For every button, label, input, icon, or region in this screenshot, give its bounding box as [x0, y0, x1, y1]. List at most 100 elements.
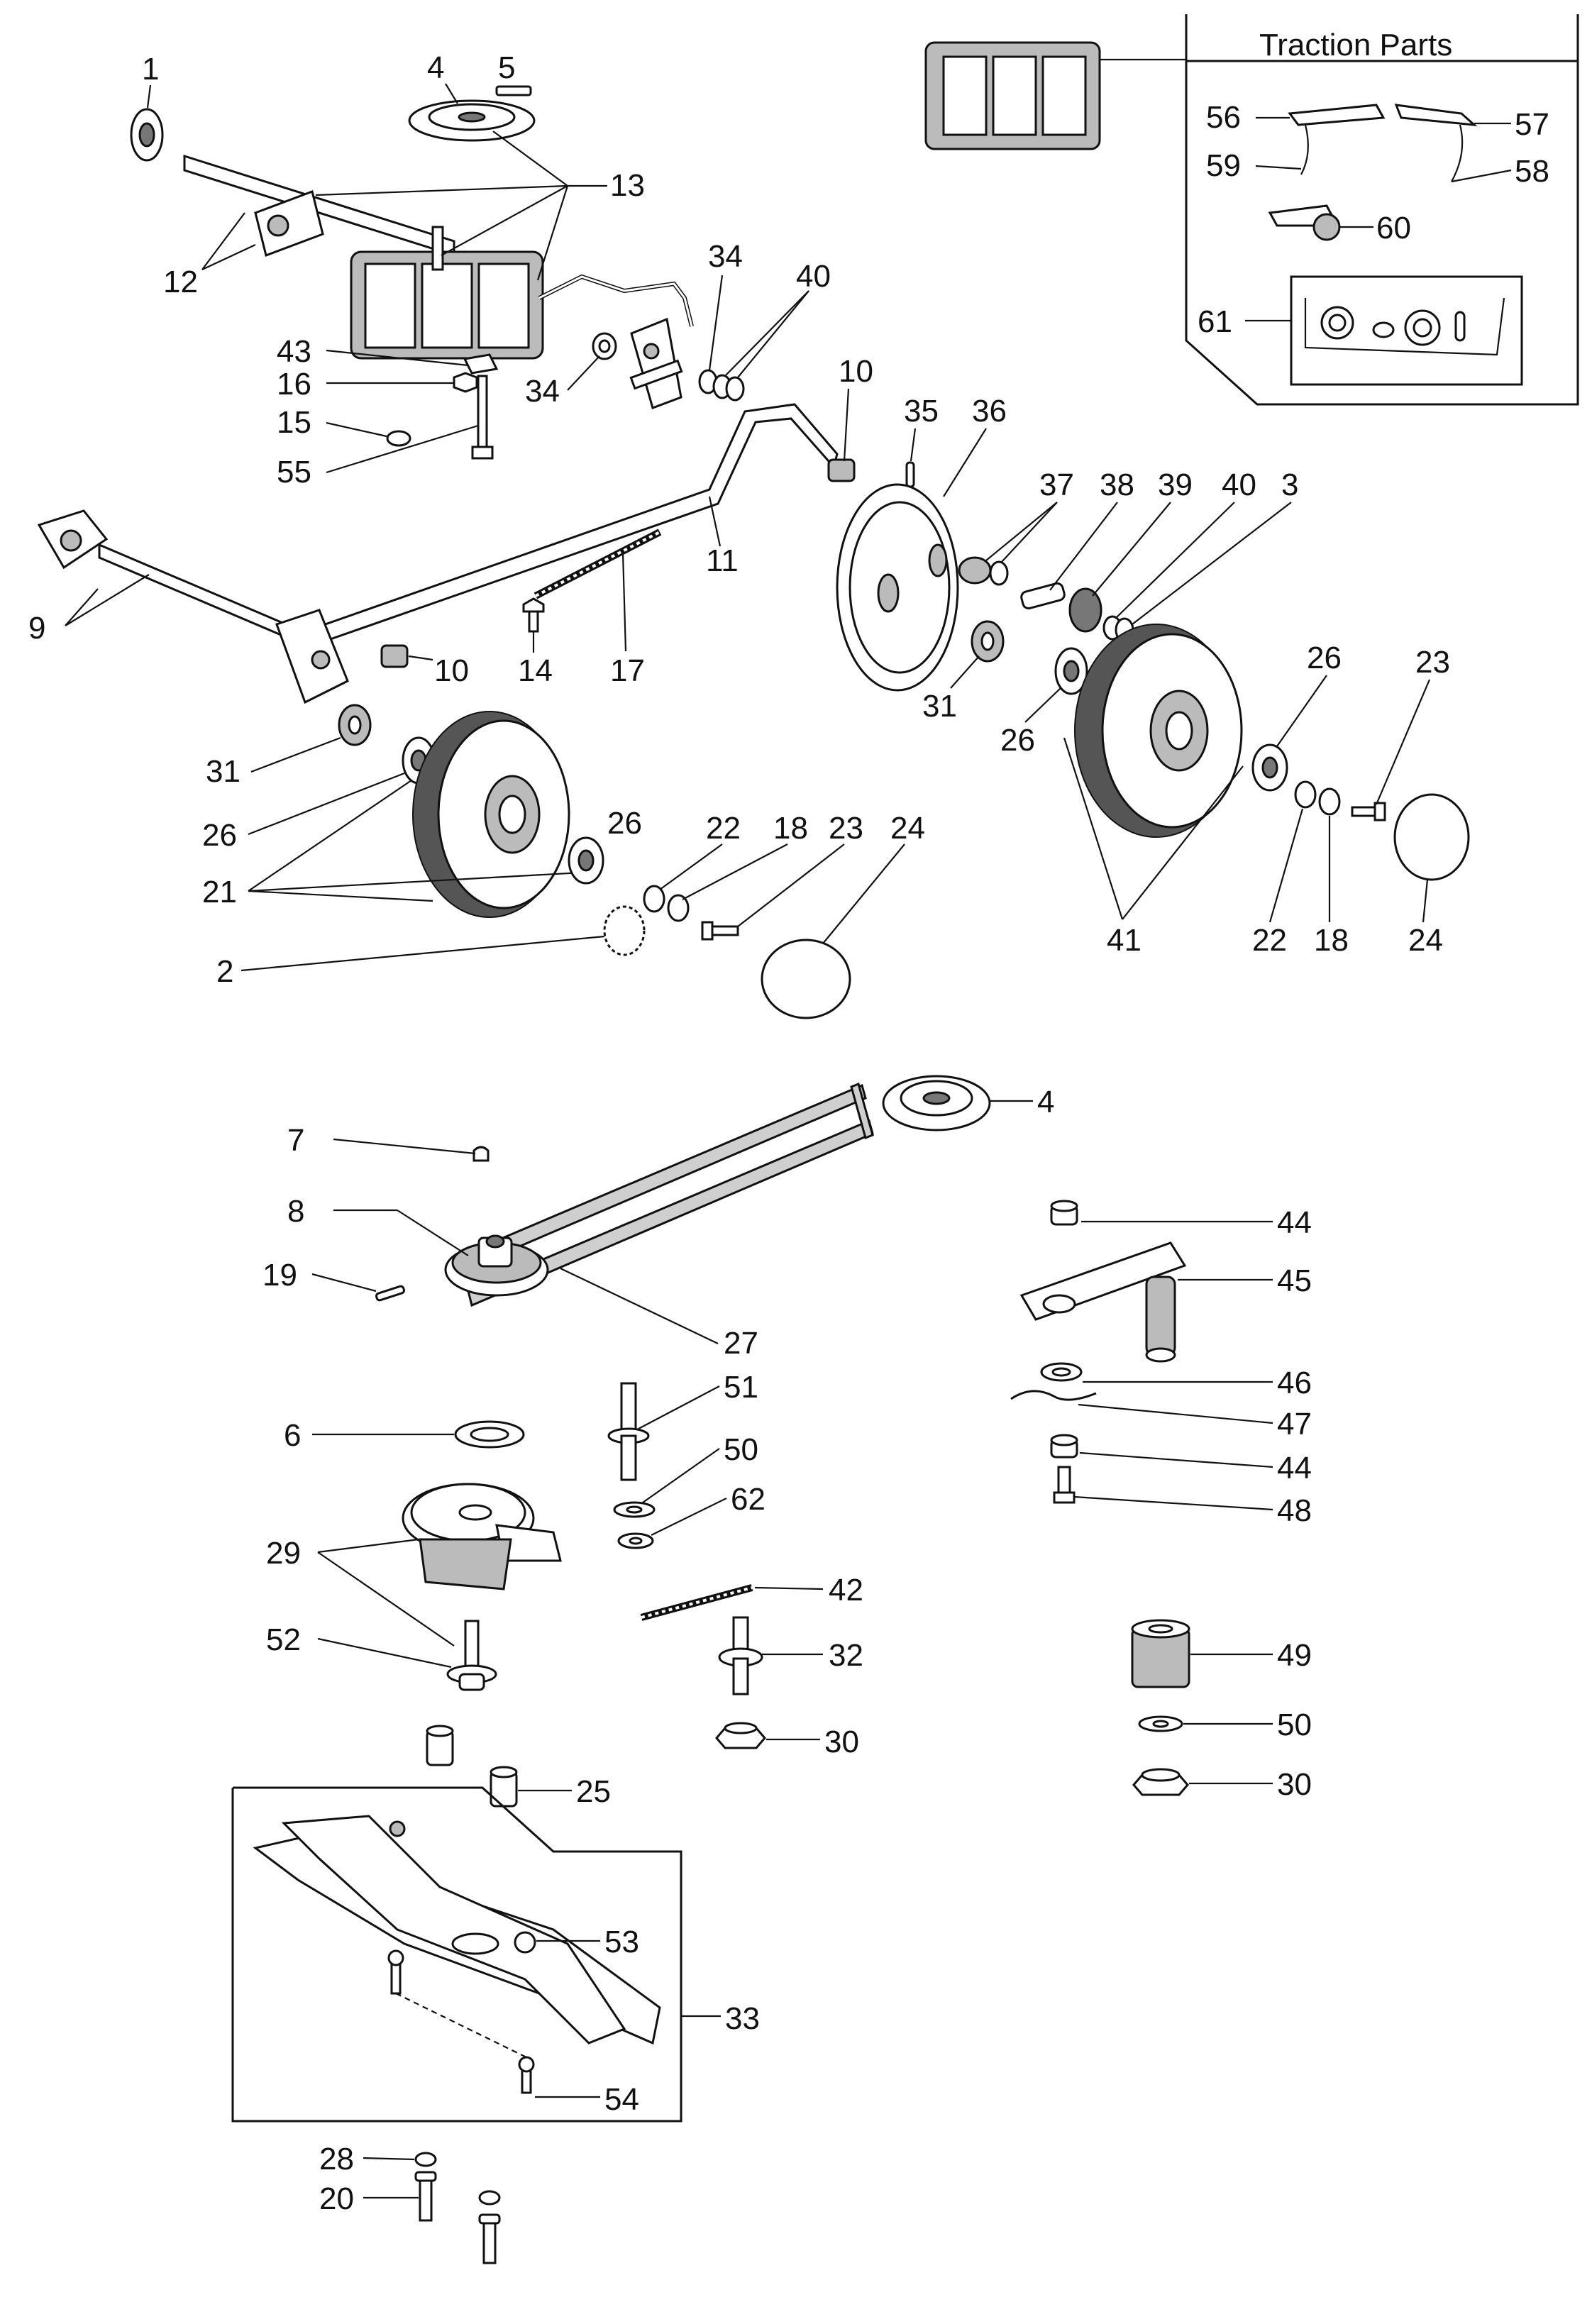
part-21-wheel [412, 711, 570, 918]
callout-40-right: 40 [1222, 467, 1256, 502]
callout-42: 42 [829, 1573, 863, 1608]
callout-24-right: 24 [1408, 923, 1443, 958]
callout-29: 29 [266, 1536, 301, 1571]
callout-47: 47 [1277, 1407, 1312, 1442]
part-62-washer [617, 1532, 654, 1549]
part-5-key [495, 85, 532, 96]
part-18-washer-left [667, 894, 690, 922]
callout-23-right: 23 [1415, 645, 1450, 680]
callout-62: 62 [731, 1482, 765, 1517]
callout-55: 55 [277, 455, 311, 489]
callout-38: 38 [1100, 467, 1134, 502]
part-4-pulley-belt [882, 1075, 991, 1131]
inset-title: Traction Parts [1259, 28, 1452, 62]
part-34-washer-left [592, 332, 617, 360]
part-7-key [472, 1146, 490, 1162]
part-18-washer-right [1318, 787, 1341, 816]
callout-57: 57 [1515, 107, 1549, 142]
height-adjust-assembly: 11 17 14 10 10 [28, 354, 873, 789]
callout-27: 27 [724, 1326, 758, 1361]
part-50-washer-right [1138, 1715, 1183, 1732]
part-36-disc [836, 483, 959, 692]
callout-52: 52 [266, 1622, 301, 1657]
part-23-bolt-left [701, 921, 739, 941]
callout-43: 43 [277, 334, 311, 369]
callout-4-top: 4 [427, 50, 444, 85]
callout-11: 11 [706, 543, 739, 578]
part-26-bearing-left-b [568, 836, 604, 885]
callout-2: 2 [216, 954, 233, 989]
part-49-spacer [1131, 1619, 1190, 1688]
part-35-pin [905, 461, 915, 488]
part-54-bolts [387, 1949, 535, 2094]
part-8-pulley [444, 1234, 549, 1297]
callout-24-left: 24 [890, 811, 925, 846]
part-22-washer-left [643, 885, 665, 913]
part-14-screw [522, 597, 545, 633]
callout-22-left: 22 [706, 811, 741, 846]
callout-34-right: 34 [708, 239, 743, 274]
part-22-washer-right [1294, 780, 1317, 809]
part-shift-lever [629, 317, 683, 409]
transmission-assembly: 1 12 4 5 13 [130, 50, 831, 489]
callout-18-left: 18 [773, 811, 808, 846]
callout-54: 54 [604, 2082, 639, 2117]
callout-4-belt: 4 [1037, 1085, 1054, 1119]
part-57-bracket [1394, 104, 1478, 182]
part-47-spring-washer [1010, 1390, 1097, 1401]
part-31-bushing-right [971, 620, 1005, 663]
callout-18-right: 18 [1314, 923, 1349, 958]
callout-19: 19 [262, 1258, 297, 1293]
callout-23-left: 23 [829, 811, 863, 846]
part-43-plate [463, 353, 499, 375]
blade-kit-frame [231, 1786, 682, 2123]
callout-41: 41 [1107, 923, 1142, 958]
part-26-bearing-right-b [1251, 743, 1288, 792]
callout-31-left: 31 [206, 754, 241, 789]
callout-30-right: 30 [1277, 1767, 1312, 1802]
callout-17: 17 [610, 653, 645, 688]
callout-51: 51 [724, 1370, 758, 1405]
callout-61: 61 [1198, 304, 1232, 339]
callout-50-right: 50 [1277, 1708, 1312, 1742]
part-51-stud [607, 1382, 650, 1481]
part-44-nut-top [1050, 1200, 1078, 1226]
part-32-pivot-bolt [718, 1616, 763, 1695]
callout-44-bottom: 44 [1277, 1451, 1312, 1485]
part-16-nut [453, 372, 478, 393]
callout-31-right: 31 [922, 689, 957, 724]
part-20-screws [414, 2171, 501, 2264]
part-41-wheel [1074, 624, 1243, 838]
callout-25: 25 [576, 1774, 611, 1809]
part-10-clip-top [827, 458, 856, 482]
callout-60: 60 [1376, 211, 1411, 245]
part-53-nut [514, 1931, 536, 1954]
callout-45: 45 [1277, 1263, 1312, 1298]
callout-22-right: 22 [1252, 923, 1287, 958]
part-27-belt [460, 1082, 874, 1307]
callout-35: 35 [904, 394, 939, 428]
callout-36: 36 [972, 394, 1007, 428]
part-15-washer [386, 430, 411, 447]
callout-58: 58 [1515, 154, 1549, 189]
belt-assembly: 27 4 8 7 19 [262, 1075, 1054, 1361]
part-56-bracket [1288, 104, 1386, 175]
part-13-gearbox [350, 226, 544, 360]
part-40-washers-top [712, 374, 745, 402]
part-50-washer-left [613, 1501, 656, 1518]
clutch-group: 6 29 52 51 50 [266, 1370, 863, 1759]
part-2-gear [603, 905, 646, 956]
part-55-bolt [471, 375, 494, 460]
part-28-washer [414, 2152, 501, 2206]
part-24-hubcap-left [761, 939, 851, 1019]
callout-32: 32 [829, 1638, 863, 1673]
callout-5: 5 [498, 50, 515, 85]
part-4-pulley-top [408, 99, 536, 142]
part-12-flange [254, 190, 324, 257]
callout-59: 59 [1206, 148, 1241, 183]
part-9-axle [37, 509, 349, 704]
part-30-nut-left [715, 1722, 766, 1749]
part-1-bearing [130, 108, 164, 162]
idler-arm-group: 44 45 46 47 44 48 [1010, 1200, 1312, 1802]
callout-20: 20 [319, 2181, 354, 2216]
